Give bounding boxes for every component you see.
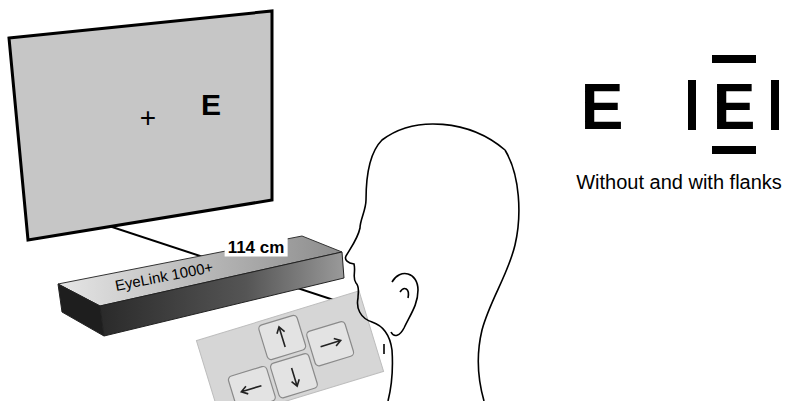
- distance-label: 114 cm: [225, 238, 288, 257]
- unflanked-letter: E: [581, 75, 624, 139]
- fixation-cross: +: [140, 104, 156, 132]
- head-outline: [345, 124, 518, 401]
- arrow-keypad: [196, 291, 383, 401]
- target-letter: E: [201, 90, 221, 120]
- flanked-letter: E: [713, 75, 756, 139]
- eye-tracker-shape: [52, 232, 347, 340]
- caption-text: Without and with flanks: [576, 172, 782, 192]
- flank-bars: [688, 55, 779, 154]
- eye-tracker: EyeLink 1000+: [52, 232, 347, 340]
- display-screen: +E: [6, 8, 276, 244]
